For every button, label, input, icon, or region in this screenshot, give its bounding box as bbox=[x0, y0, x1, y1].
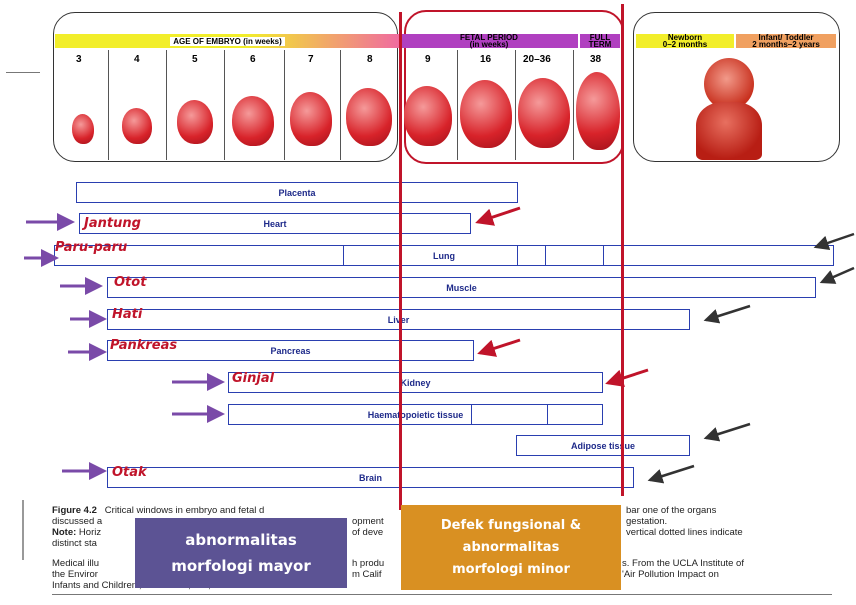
margin-line bbox=[22, 500, 24, 560]
overlay-mayor-line1: abnormalitas bbox=[185, 527, 297, 553]
caption-figure-label: Figure 4.2 bbox=[52, 505, 97, 516]
arrow-icon bbox=[608, 370, 648, 383]
red-boundary-line bbox=[621, 4, 624, 496]
arrow-icon bbox=[480, 340, 520, 353]
caption-text: opment bbox=[352, 516, 384, 527]
red-boundary-line bbox=[399, 12, 402, 510]
bottom-rule bbox=[52, 594, 832, 595]
overlay-defek-fungsional-minor: Defek fungsional & abnormalitas morfolog… bbox=[401, 505, 621, 590]
caption-text: 'Air Pollution Impact on bbox=[622, 569, 719, 580]
arrow-icon bbox=[816, 234, 854, 247]
caption-text: distinct sta bbox=[52, 538, 97, 549]
overlay-minor-line3: morfologi minor bbox=[452, 559, 570, 581]
caption-text: the Enviror bbox=[52, 569, 98, 580]
caption-text: h produ bbox=[352, 558, 384, 569]
caption-text: Horiz bbox=[79, 527, 101, 538]
caption-note-label: Note: bbox=[52, 527, 76, 538]
caption-text: discussed a bbox=[52, 516, 102, 527]
caption-text: Medical illu bbox=[52, 558, 99, 569]
arrow-icon bbox=[822, 268, 854, 282]
arrow-icon bbox=[650, 466, 694, 480]
caption-text: Critical windows in embryo and fetal d bbox=[105, 505, 264, 516]
caption-text: vertical dotted lines indicate bbox=[626, 527, 743, 538]
arrow-icon bbox=[706, 424, 750, 438]
caption-text: s. From the UCLA Institute of bbox=[622, 558, 744, 569]
overlay-abnormalitas-mayor: abnormalitas morfologi mayor bbox=[135, 518, 347, 588]
caption-text: of deve bbox=[352, 527, 383, 538]
overlay-mayor-line2: morfologi mayor bbox=[171, 553, 310, 579]
overlay-minor-line1: Defek fungsional & bbox=[441, 515, 581, 537]
arrow-icon bbox=[706, 306, 750, 320]
arrow-icon bbox=[478, 208, 520, 222]
caption-text: gestation. bbox=[626, 516, 667, 527]
caption-text: m Calif bbox=[352, 569, 382, 580]
overlay-minor-line2: abnormalitas bbox=[463, 537, 560, 559]
caption-text: bar one of the organs bbox=[626, 505, 716, 516]
